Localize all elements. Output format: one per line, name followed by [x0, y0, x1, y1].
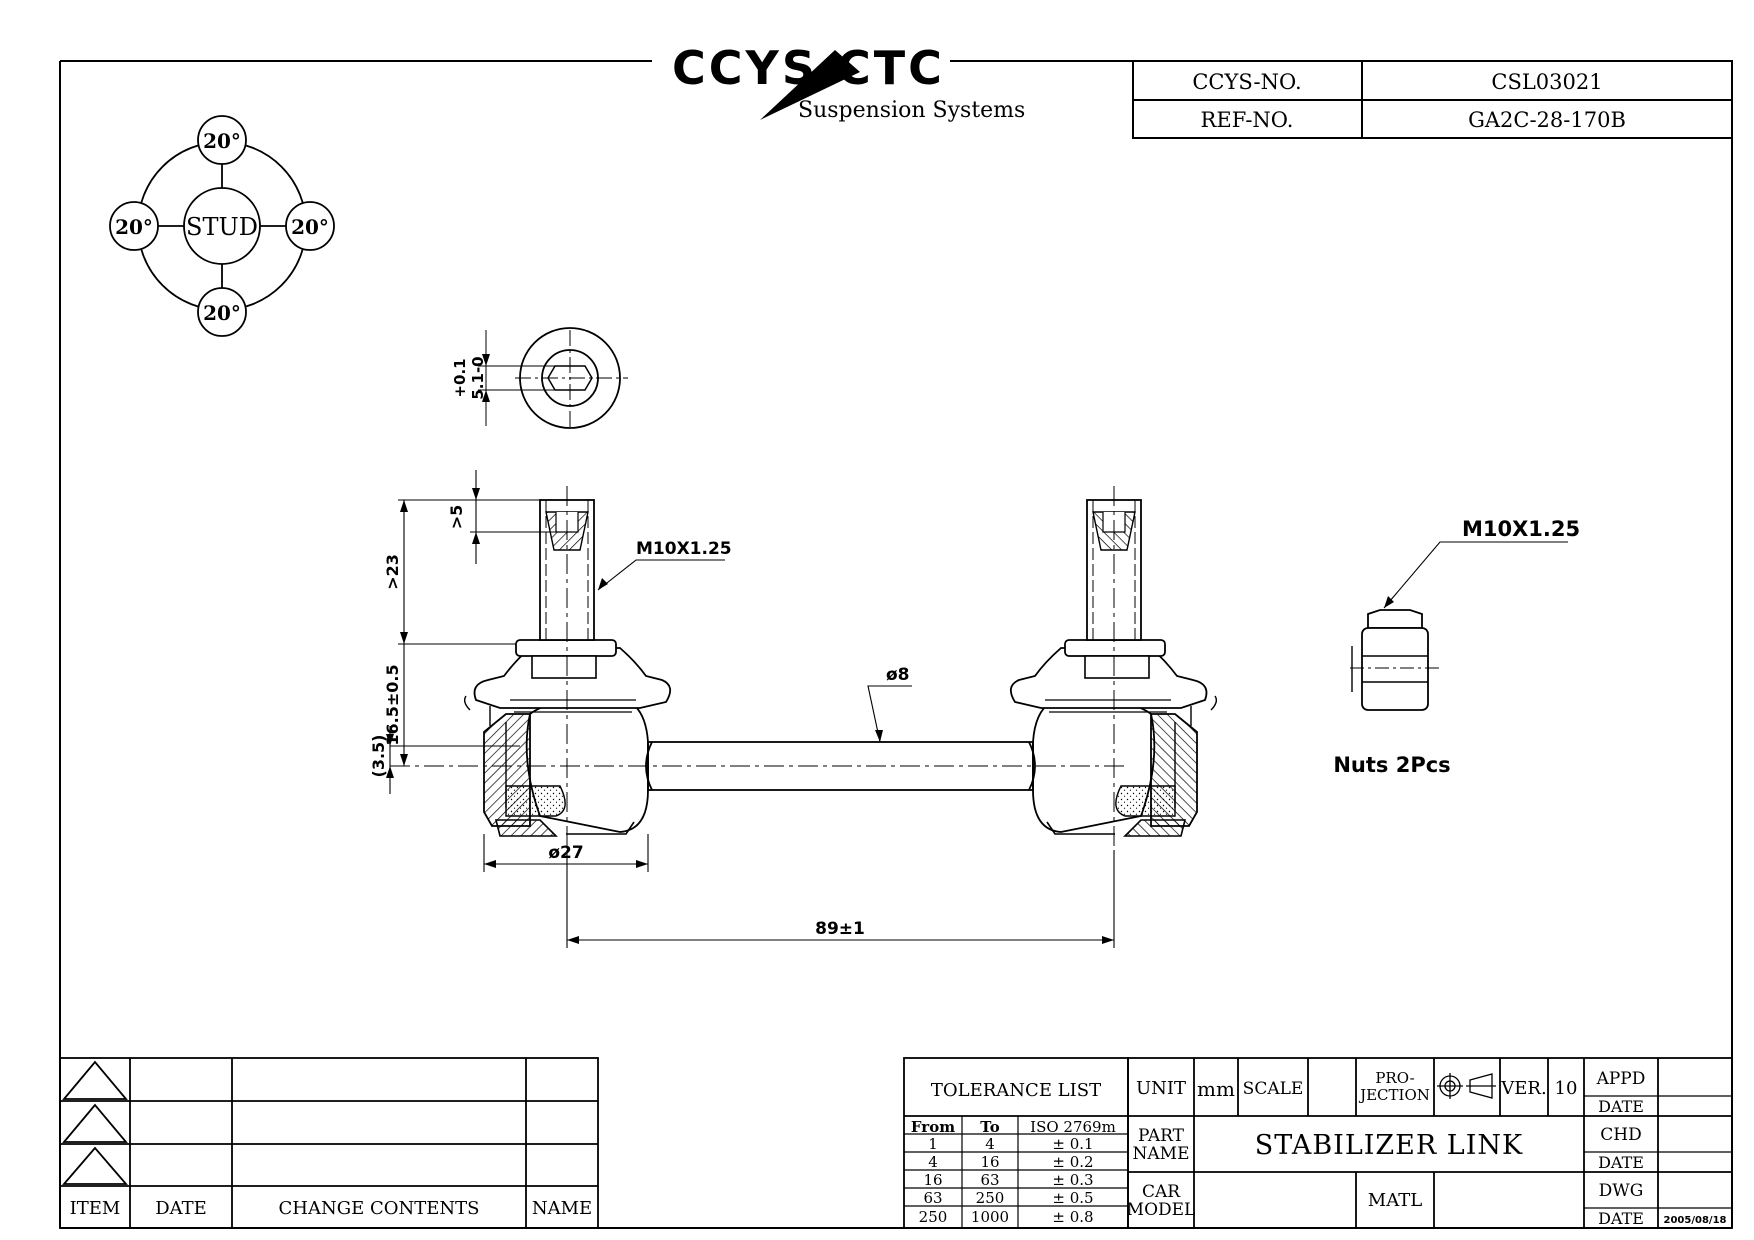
approved-date-label: DATE — [1598, 1097, 1644, 1116]
ccys-no-label: CCYS-NO. — [1192, 70, 1301, 94]
version-value: 10 — [1555, 1078, 1578, 1099]
material-label: MATL — [1368, 1190, 1422, 1211]
dim-thread-left: M10X1.25 — [636, 539, 732, 559]
unit-label: UNIT — [1136, 1078, 1186, 1099]
ref-no-value: GA2C-28-170B — [1468, 108, 1626, 132]
car-model-label-line2: MODEL — [1127, 1200, 1196, 1220]
tolerance-row-5-value: ± 0.8 — [1052, 1208, 1093, 1226]
revision-header-change: CHANGE CONTENTS — [279, 1198, 480, 1219]
revision-mark-icon — [62, 1103, 128, 1143]
nut-side-view — [1350, 609, 1440, 711]
dim-stud-length: >23 — [383, 554, 402, 590]
nuts-quantity-label: Nuts 2Pcs — [1333, 753, 1450, 777]
revision-mark-icon — [62, 1060, 128, 1100]
projection-label-line1: PRO- — [1375, 1069, 1414, 1087]
tolerance-row-2-value: ± 0.2 — [1052, 1153, 1093, 1171]
tolerance-header-to: To — [980, 1118, 999, 1136]
dim-tip-depth: >5 — [447, 505, 466, 530]
tolerance-list: TOLERANCE LIST From To ISO 2769m 1 4 ± 0… — [903, 1057, 1129, 1229]
title-block: UNIT mm SCALE PRO- JECTION VER. 10 PART … — [1127, 1057, 1733, 1229]
right-ball-joint — [1009, 486, 1218, 850]
ref-no-label: REF-NO. — [1201, 108, 1294, 132]
dim-center-distance: 89±1 — [815, 919, 865, 939]
tolerance-row-3-to: 63 — [980, 1171, 999, 1189]
hex-socket-top-view: +0.1 5.1-0 — [451, 327, 628, 429]
dim-ball-diameter: ø27 — [548, 843, 583, 863]
dim-height: 16.5±0.5 — [383, 664, 402, 745]
ccys-no-value: CSL03021 — [1491, 70, 1602, 94]
revision-header-item: ITEM — [70, 1198, 121, 1219]
part-name-label-line2: NAME — [1133, 1144, 1190, 1164]
tolerance-row-4-to: 250 — [976, 1189, 1005, 1207]
tolerance-row-3-value: ± 0.3 — [1052, 1171, 1093, 1189]
tolerance-row-4-value: ± 0.5 — [1052, 1189, 1093, 1207]
angle-top: 20° — [203, 129, 241, 153]
part-name-label-line1: PART — [1138, 1126, 1185, 1146]
tolerance-row-1-from: 1 — [928, 1135, 938, 1153]
angle-left: 20° — [115, 215, 153, 239]
tolerance-row-2-from: 4 — [928, 1153, 938, 1171]
checked-label: CHD — [1600, 1125, 1641, 1145]
drawing-label: DWG — [1599, 1181, 1644, 1201]
angle-bottom: 20° — [203, 301, 241, 325]
tolerance-header-iso: ISO 2769m — [1030, 1118, 1116, 1136]
projection-symbol-icon — [1437, 1073, 1496, 1099]
unit-value: mm — [1197, 1077, 1235, 1101]
stud-label: STUD — [186, 213, 258, 241]
projection-label-line2: JECTION — [1358, 1086, 1430, 1104]
left-ball-joint — [463, 486, 672, 850]
logo-subtitle: Suspension Systems — [798, 98, 1025, 123]
tolerance-row-5-from: 250 — [919, 1208, 948, 1226]
stud-angle-diagram: STUD 20° 20° 20° 20° — [109, 115, 335, 337]
scale-label: SCALE — [1243, 1079, 1304, 1099]
tolerance-row-1-value: ± 0.1 — [1052, 1135, 1093, 1153]
tolerance-title: TOLERANCE LIST — [931, 1080, 1101, 1101]
hex-width-dimension: 5.1-0 — [469, 356, 487, 399]
revision-table: ITEM DATE CHANGE CONTENTS NAME — [59, 1057, 599, 1229]
revision-header-date: DATE — [155, 1198, 207, 1219]
approved-label: APPD — [1596, 1069, 1646, 1089]
tolerance-row-2-to: 16 — [980, 1153, 999, 1171]
stabilizer-link-side-view — [390, 486, 1218, 850]
dimension-lines — [389, 470, 1568, 948]
version-label: VER. — [1500, 1078, 1546, 1099]
tolerance-row-1-to: 4 — [985, 1135, 995, 1153]
dim-thread-nut: M10X1.25 — [1462, 517, 1580, 541]
tolerance-row-5-to: 1000 — [971, 1208, 1009, 1226]
header-table: CCYS-NO. CSL03021 REF-NO. GA2C-28-170B — [1132, 60, 1733, 139]
logo-triangle-icon — [760, 50, 860, 120]
drawing-date-label: DATE — [1598, 1209, 1644, 1228]
dimension-arrows — [386, 488, 1394, 944]
part-name-value: STABILIZER LINK — [1255, 1130, 1523, 1161]
angle-right: 20° — [291, 215, 329, 239]
revision-header-name: NAME — [532, 1198, 592, 1219]
hex-plus-tolerance: +0.1 — [451, 358, 469, 397]
dim-rod-diameter: ø8 — [886, 665, 910, 685]
tolerance-row-3-from: 16 — [923, 1171, 942, 1189]
car-model-label-line1: CAR — [1142, 1182, 1181, 1202]
checked-date-label: DATE — [1598, 1153, 1644, 1172]
drawing-date-value: 2005/08/18 — [1664, 1215, 1727, 1226]
dimension-labels: >5 >23 16.5±0.5 (3.5) M10X1.25 ø8 ø27 89… — [369, 505, 1580, 939]
tolerance-header-from: From — [911, 1118, 955, 1136]
tolerance-row-4-from: 63 — [923, 1189, 942, 1207]
dim-offset: (3.5) — [369, 735, 388, 778]
revision-mark-icon — [62, 1146, 128, 1185]
company-logo: CCYS CTC Suspension Systems — [672, 41, 1025, 123]
